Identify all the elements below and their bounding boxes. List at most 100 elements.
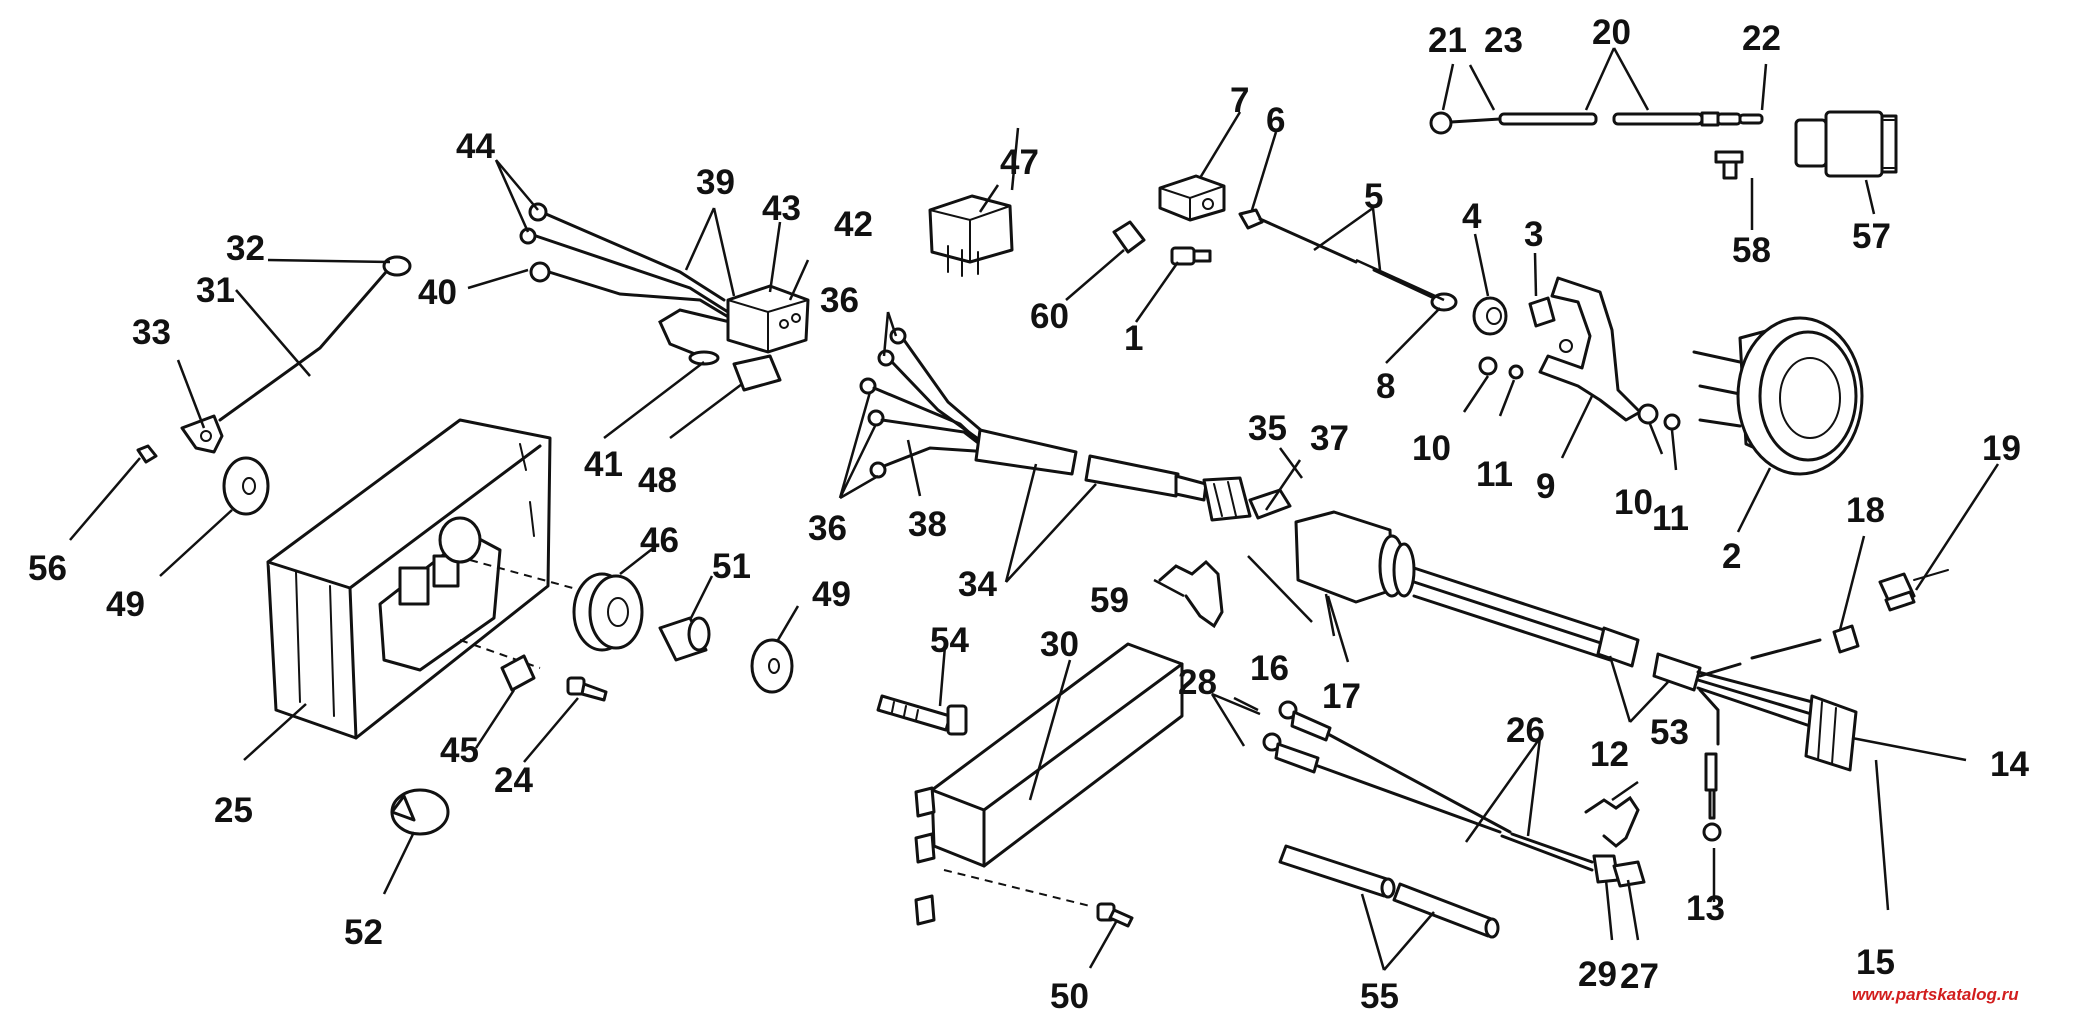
callout-59: 59 bbox=[1090, 581, 1129, 620]
callout-8: 8 bbox=[1376, 367, 1395, 406]
callout-11b: 11 bbox=[1652, 499, 1689, 538]
nut-56 bbox=[136, 444, 158, 464]
enclosure-25 bbox=[266, 418, 581, 740]
callout-labels: 21 23 20 22 57 58 47 7 6 5 60 1 8 4 3 10… bbox=[28, 13, 2029, 1016]
callout-18: 18 bbox=[1846, 491, 1885, 530]
callout-20: 20 bbox=[1592, 13, 1631, 52]
leader-lines bbox=[69, 47, 2000, 971]
clip-53 bbox=[1584, 795, 1640, 848]
callout-43: 43 bbox=[762, 189, 801, 228]
screw-58 bbox=[1714, 150, 1744, 180]
callout-38: 38 bbox=[908, 505, 947, 544]
temp-sender-57 bbox=[1794, 110, 1898, 178]
lead-26 bbox=[1262, 700, 1646, 888]
terminal-block-7 bbox=[1158, 174, 1226, 222]
callout-31: 31 bbox=[196, 271, 235, 310]
callout-23: 23 bbox=[1484, 21, 1523, 60]
callout-19: 19 bbox=[1982, 429, 2021, 468]
callout-54: 54 bbox=[930, 621, 969, 660]
callout-35: 35 bbox=[1248, 409, 1287, 448]
gauge-2 bbox=[1692, 316, 1864, 476]
callout-58: 58 bbox=[1732, 231, 1771, 270]
callout-56: 56 bbox=[28, 549, 67, 588]
callout-12: 12 bbox=[1590, 735, 1629, 774]
callout-7: 7 bbox=[1230, 81, 1249, 120]
grommet-49-right bbox=[750, 638, 794, 694]
screw-50 bbox=[1096, 902, 1134, 928]
callout-55: 55 bbox=[1360, 977, 1399, 1016]
tubes-55 bbox=[1278, 844, 1500, 939]
harness-12 bbox=[1412, 566, 1858, 842]
clip-60 bbox=[1112, 220, 1146, 254]
callout-34: 34 bbox=[958, 565, 997, 604]
grommet-46 bbox=[572, 572, 644, 652]
callout-15: 15 bbox=[1856, 943, 1895, 982]
callout-17: 17 bbox=[1322, 677, 1361, 716]
callout-57: 57 bbox=[1852, 217, 1891, 256]
callout-10a: 10 bbox=[1412, 429, 1451, 468]
bulb-3 bbox=[1528, 296, 1556, 328]
callout-42: 42 bbox=[834, 205, 873, 244]
callout-10b: 10 bbox=[1614, 483, 1653, 522]
callout-1: 1 bbox=[1124, 319, 1143, 358]
callout-9: 9 bbox=[1536, 467, 1555, 506]
callout-22: 22 bbox=[1742, 19, 1781, 58]
watermark: www.partskatalog.ru bbox=[1852, 985, 2019, 1004]
bulb-socket-4 bbox=[1472, 296, 1508, 336]
callout-51: 51 bbox=[712, 547, 751, 586]
callout-25: 25 bbox=[214, 791, 253, 830]
spacer-51 bbox=[658, 616, 711, 662]
sleeve-48 bbox=[732, 354, 782, 392]
callout-5: 5 bbox=[1364, 177, 1383, 216]
callout-50: 50 bbox=[1050, 977, 1089, 1016]
callout-52: 52 bbox=[344, 913, 383, 952]
callout-27: 27 bbox=[1620, 957, 1659, 996]
harness-plug-17 bbox=[1294, 510, 1416, 604]
callout-37: 37 bbox=[1310, 419, 1349, 458]
callout-48: 48 bbox=[638, 461, 677, 500]
callout-33: 33 bbox=[132, 313, 171, 352]
callout-26: 26 bbox=[1506, 711, 1545, 750]
callout-21: 21 bbox=[1428, 21, 1467, 60]
callout-6: 6 bbox=[1266, 101, 1285, 140]
callout-32: 32 bbox=[226, 229, 265, 268]
screw-54 bbox=[876, 694, 968, 736]
callout-28: 28 bbox=[1178, 663, 1217, 702]
callout-16: 16 bbox=[1250, 649, 1289, 688]
callout-53: 53 bbox=[1650, 713, 1689, 752]
callout-29: 29 bbox=[1578, 955, 1617, 994]
callout-49a: 49 bbox=[106, 585, 145, 624]
callout-39: 39 bbox=[696, 163, 735, 202]
callout-2: 2 bbox=[1722, 537, 1741, 576]
temp-sender-lead bbox=[1429, 111, 1764, 135]
callout-60: 60 bbox=[1030, 297, 1069, 336]
callout-13: 13 bbox=[1686, 889, 1725, 928]
clamp-52 bbox=[390, 788, 450, 836]
clip-59 bbox=[1158, 559, 1224, 629]
harness-39 bbox=[519, 202, 732, 366]
ground-strap-31 bbox=[180, 255, 412, 454]
bracket-9 bbox=[1538, 276, 1642, 422]
relay-47 bbox=[928, 194, 1014, 277]
callout-46: 46 bbox=[640, 521, 679, 560]
screw-1 bbox=[1170, 246, 1212, 266]
harness-34 bbox=[859, 327, 1292, 522]
callout-24: 24 bbox=[494, 761, 533, 800]
connector-19 bbox=[1750, 569, 1949, 660]
clip-45 bbox=[500, 654, 536, 692]
callout-11a: 11 bbox=[1476, 455, 1513, 494]
callout-3: 3 bbox=[1524, 215, 1543, 254]
callout-4: 4 bbox=[1462, 197, 1482, 236]
callout-49b: 49 bbox=[812, 575, 851, 614]
callout-40: 40 bbox=[418, 273, 457, 312]
callout-45: 45 bbox=[440, 731, 479, 770]
callout-36a: 36 bbox=[820, 281, 859, 320]
callout-36b: 36 bbox=[808, 509, 847, 548]
callout-14: 14 bbox=[1990, 745, 2029, 784]
callout-30: 30 bbox=[1040, 625, 1079, 664]
cover-30 bbox=[914, 642, 1184, 926]
callout-44: 44 bbox=[456, 127, 495, 166]
washers-10-11 bbox=[1478, 356, 1681, 431]
connector-43 bbox=[726, 284, 810, 354]
